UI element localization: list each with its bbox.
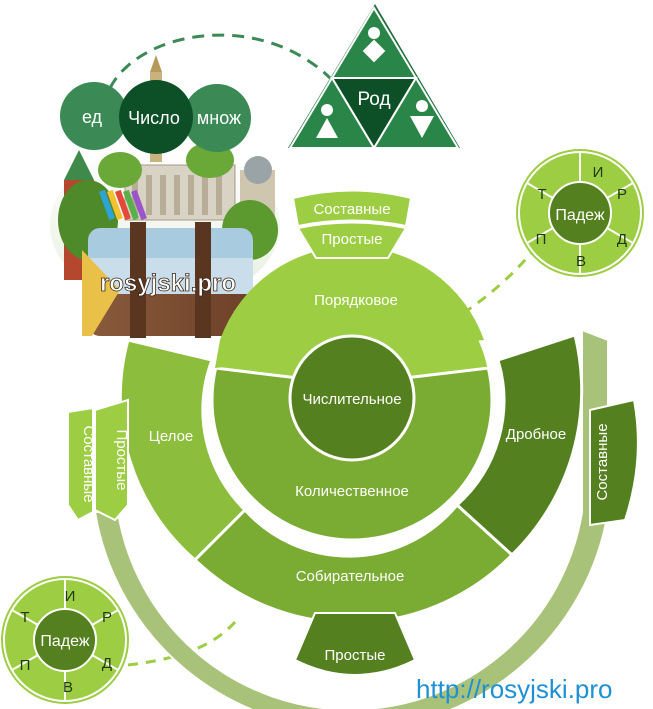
case-wheel-bottom: Падеж И Р Д В П Т [1,576,129,704]
masculine-icon [410,100,434,138]
numeral-wheel: Числительное Порядковое Количественное Ц… [67,189,639,709]
city-collage: rosyjski.pro [50,55,280,338]
segment-collective [192,502,515,625]
case-bottom-letter-t: Т [20,609,29,626]
case-top-letter-i: И [593,164,604,181]
feminine-icon [316,104,338,138]
case-bottom-letter-r: Р [102,609,112,626]
number-singular-circle [60,82,128,150]
case-top-letter-v: В [576,253,586,270]
ordinal-tab-simple-label: Простые [322,231,383,248]
segment-ordinal-outer [215,246,484,368]
logo-text: rosyjski.pro [100,270,236,297]
number-plural-circle [183,84,251,152]
case-bottom-letter-d: Д [102,655,112,672]
number-singular-label: ед [82,107,103,127]
site-url[interactable]: http://rosyjski.pro [416,674,613,704]
case-bottom-letter-p: П [20,657,31,674]
colored-pencils [99,189,147,221]
gender-triangle: Род [288,4,460,150]
number-group: ед Число множ [60,80,251,154]
wheel-whole-label: Целое [149,428,194,445]
case-bottom-letter-v: В [63,679,73,696]
number-center-circle [119,80,193,154]
wheel-cardinal-label: Количественное [295,483,409,500]
whole-tab-compound [67,406,94,522]
whole-tab-simple [94,398,129,522]
whole-tab-compound-label: Составные [80,425,97,502]
suitcase [82,222,253,338]
case-top-center: Падеж [555,207,604,224]
ordinal-tab-compound-label: Составные [313,201,390,218]
whole-tab-simple-label: Простые [113,430,130,491]
gender-label: Род [357,89,390,110]
collective-tab-simple-label: Простые [325,647,386,664]
fractional-tab-compound [589,398,639,527]
case-bottom-center: Падеж [40,633,89,650]
number-center-label: Число [128,108,180,128]
fractional-tab-compound-label: Составные [594,423,611,500]
wheel-ordinal-label: Порядковое [314,292,398,309]
case-top-letter-t: Т [537,186,546,203]
case-top-letter-d: Д [617,231,627,248]
case-wheel-top: Падеж И Р Д В П Т [516,149,644,277]
wheel-collective-label: Собирательное [296,568,405,585]
wheel-center-label: Числительное [302,391,401,408]
ordinal-tab-compound [291,189,413,228]
case-top-letter-p: П [536,231,547,248]
case-top-letter-r: Р [617,186,627,203]
ordinal-tab-simple [296,221,408,259]
connector-number-gender [108,33,332,89]
number-plural-label: множ [197,108,241,128]
collective-tab-simple [293,612,417,676]
center-circle [288,334,416,462]
wheel-fractional-label: Дробное [506,426,566,443]
case-bottom-letter-i: И [65,588,76,605]
